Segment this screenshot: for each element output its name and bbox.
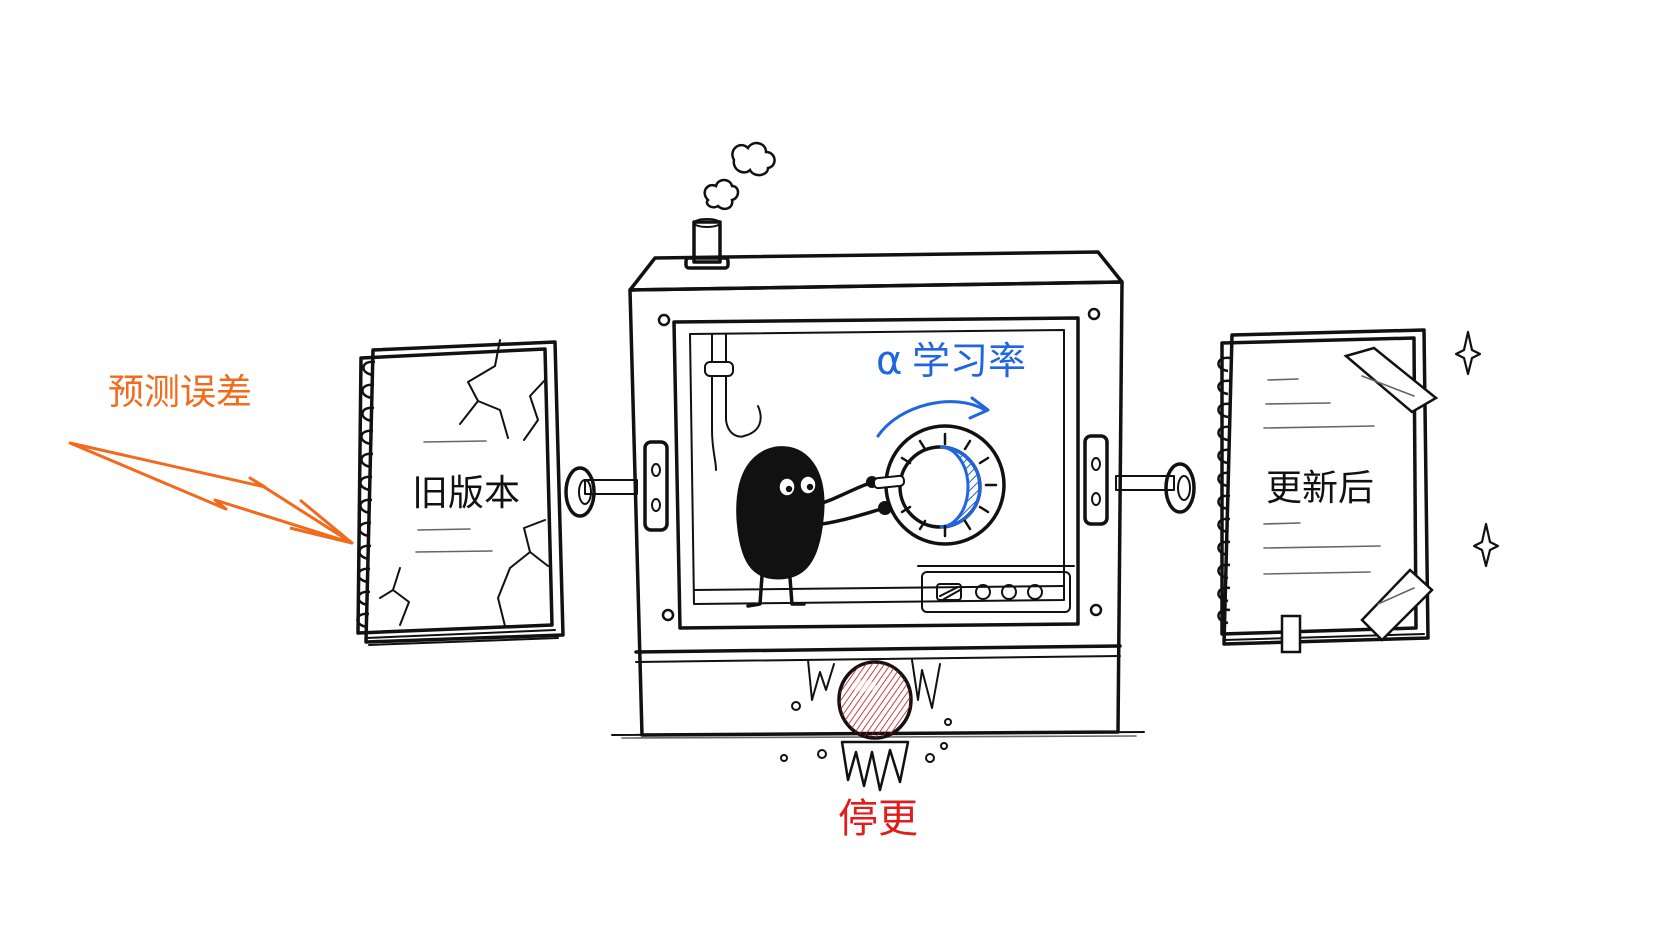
lightning-arrow-icon <box>68 441 354 545</box>
stop-update-label: 停更 <box>838 796 918 842</box>
blob-operator-icon <box>736 446 906 608</box>
stop-button-icon <box>807 659 941 740</box>
machine-body <box>611 141 1145 739</box>
steam-icon <box>703 141 776 211</box>
spiral-binding-icon <box>356 360 376 629</box>
chimney-icon <box>684 218 730 270</box>
tape-icon <box>1280 346 1439 654</box>
alpha-symbol: α <box>876 338 902 384</box>
rivet-icon <box>657 307 1103 622</box>
icicle-icon <box>840 740 910 792</box>
learning-rate-label: 学习率 <box>912 339 1026 383</box>
dial-knob-icon <box>884 424 1006 546</box>
right-axle <box>1115 462 1196 514</box>
sparkle-icon <box>1454 330 1500 568</box>
spiral-binding-icon <box>1217 356 1231 625</box>
old-version-label: 旧版本 <box>412 473 520 514</box>
error-label: 预测误差 <box>108 372 252 413</box>
new-version-label: 更新后 <box>1266 468 1374 509</box>
rotation-arrow-icon <box>876 396 990 438</box>
snow-drops <box>780 701 952 763</box>
left-axle <box>564 466 638 518</box>
